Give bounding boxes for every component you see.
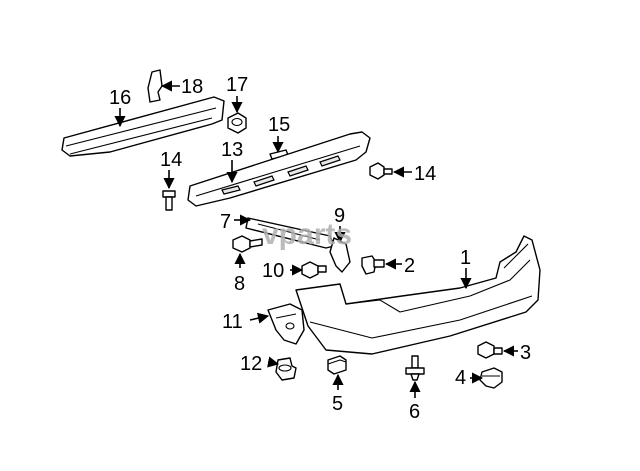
part-8-bolt <box>232 235 263 253</box>
callout-17: 17 <box>226 74 248 96</box>
callout-15: 15 <box>268 114 290 136</box>
part-17-nut <box>227 112 247 134</box>
part-3-bolt <box>477 341 503 359</box>
watermark-text: vparts <box>262 218 352 251</box>
callout-12: 12 <box>240 353 262 375</box>
part-16-reinforcement-bar <box>61 96 225 157</box>
leader-12 <box>267 356 280 368</box>
callout-5: 5 <box>332 393 343 415</box>
part-18-bracket <box>147 69 163 103</box>
part-13-absorber <box>187 131 371 207</box>
callout-13: 13 <box>221 139 243 161</box>
part-9-bracket <box>329 237 351 273</box>
part-7-retainer <box>245 217 335 249</box>
callout-7: 7 <box>220 211 231 233</box>
callout-6: 6 <box>409 401 420 423</box>
part-14-bolt-left <box>162 190 176 211</box>
leader-lines <box>114 80 518 398</box>
callout-16: 16 <box>109 87 131 109</box>
part-5-clip <box>327 355 347 375</box>
callout-14-right: 14 <box>414 163 436 185</box>
callout-2: 2 <box>404 255 415 277</box>
callout-1: 1 <box>460 247 471 269</box>
callout-9: 9 <box>334 205 345 227</box>
part-10-bolt <box>301 261 327 279</box>
callout-4: 4 <box>455 367 466 389</box>
callout-14-left: 14 <box>160 149 182 171</box>
part-14-bolt-right <box>369 162 393 180</box>
part-11-side-bracket <box>267 303 305 345</box>
callout-11: 11 <box>222 311 243 333</box>
part-1-bumper-cover <box>295 235 541 355</box>
part-6-screw <box>405 355 425 381</box>
part-2-bolt <box>361 255 385 275</box>
part-12-clip <box>275 357 297 381</box>
callout-10: 10 <box>262 260 284 282</box>
leader-11 <box>249 312 270 324</box>
callout-3: 3 <box>520 342 531 364</box>
part-4-clip <box>479 367 503 389</box>
callout-18: 18 <box>181 76 203 98</box>
callout-labels: 16 18 17 15 13 14 14 7 8 9 10 2 1 11 12 … <box>109 74 531 423</box>
callout-8: 8 <box>234 273 245 295</box>
